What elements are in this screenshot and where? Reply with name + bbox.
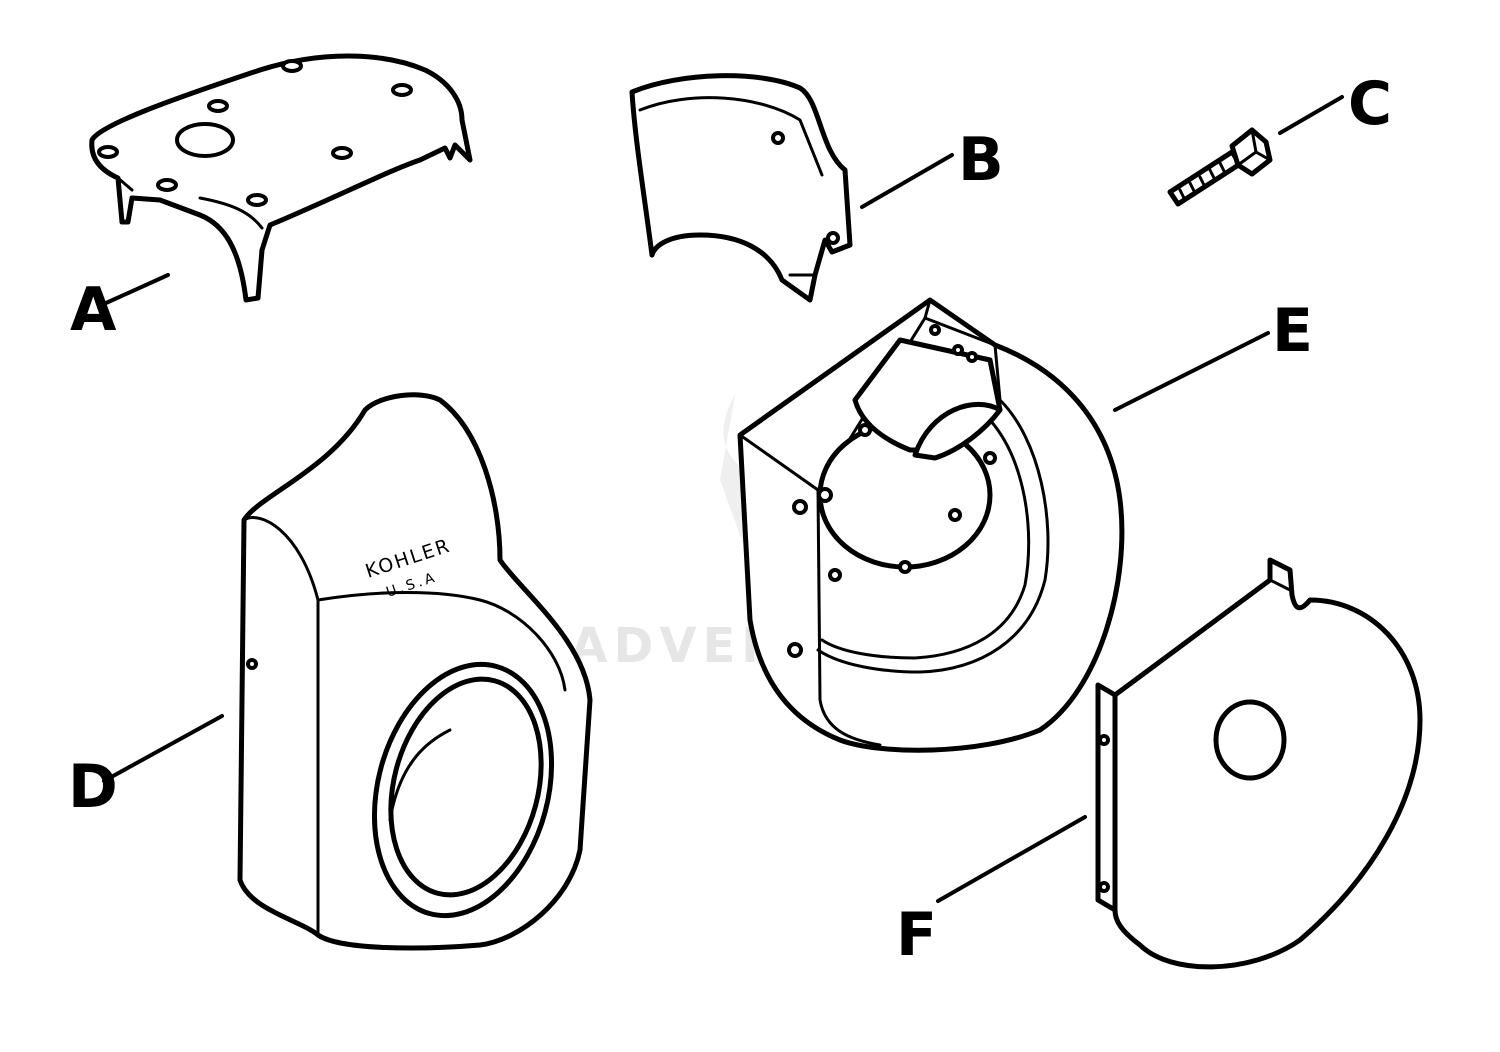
part-b-shield: [629, 73, 853, 303]
callout-e: E: [1272, 296, 1313, 366]
callouts: A B C D E F: [68, 69, 1392, 970]
leader-d: [102, 714, 224, 783]
part-c-bolt: [1167, 127, 1273, 207]
leader-f: [936, 815, 1087, 903]
callout-f: F: [896, 900, 937, 970]
callout-d: D: [68, 752, 118, 822]
callout-a: A: [70, 275, 117, 345]
part-f-back-plate: [1095, 557, 1423, 970]
callout-c: C: [1348, 69, 1392, 139]
leader-c: [1278, 95, 1344, 135]
part-d-shroud: KOHLER U.S.A: [237, 392, 593, 951]
leader-lines: [102, 95, 1344, 903]
part-a-bracket: [89, 53, 473, 303]
leader-e: [1113, 331, 1270, 412]
leader-a: [104, 273, 170, 305]
part-e-fan-housing: [737, 297, 1125, 753]
callout-b: B: [958, 125, 1004, 195]
leader-b: [860, 153, 954, 209]
